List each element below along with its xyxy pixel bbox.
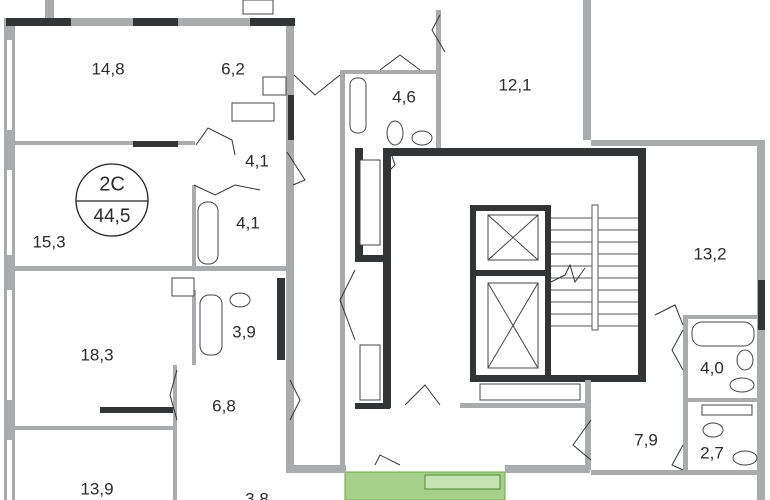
apartment-total-area: 44,5 [94,206,131,227]
room-area-label: 3,9 [232,322,256,341]
room-area-label: 15,3 [32,232,65,251]
room-area-label: 2,7 [700,443,724,462]
walls [4,0,765,500]
apartment-type: 2С [99,173,125,195]
apartment-badge[interactable]: 2С 44,5 [75,163,149,237]
staircase [550,204,638,331]
room-area-label: 4,0 [700,358,724,377]
bathtub-icon [424,474,501,490]
room-area-label: 12,1 [498,75,531,94]
room-area-label: 3,8 [245,489,269,500]
room-area-label: 14,8 [91,59,124,78]
room-area-label: 4,1 [236,213,260,232]
room-area-label: 18,3 [80,345,113,364]
room-area-label: 6,2 [221,59,245,78]
room-area-label: 13,2 [693,244,726,263]
doors [169,14,684,471]
elevator-icon [487,214,539,369]
room-area-label: 6,8 [212,396,236,415]
plumbing-fixtures [171,0,758,466]
room-area-label: 4,6 [392,87,416,106]
room-area-label: 13,9 [80,479,113,498]
room-area-label: 4,1 [245,151,269,170]
room-area-label: 7,9 [634,430,658,449]
